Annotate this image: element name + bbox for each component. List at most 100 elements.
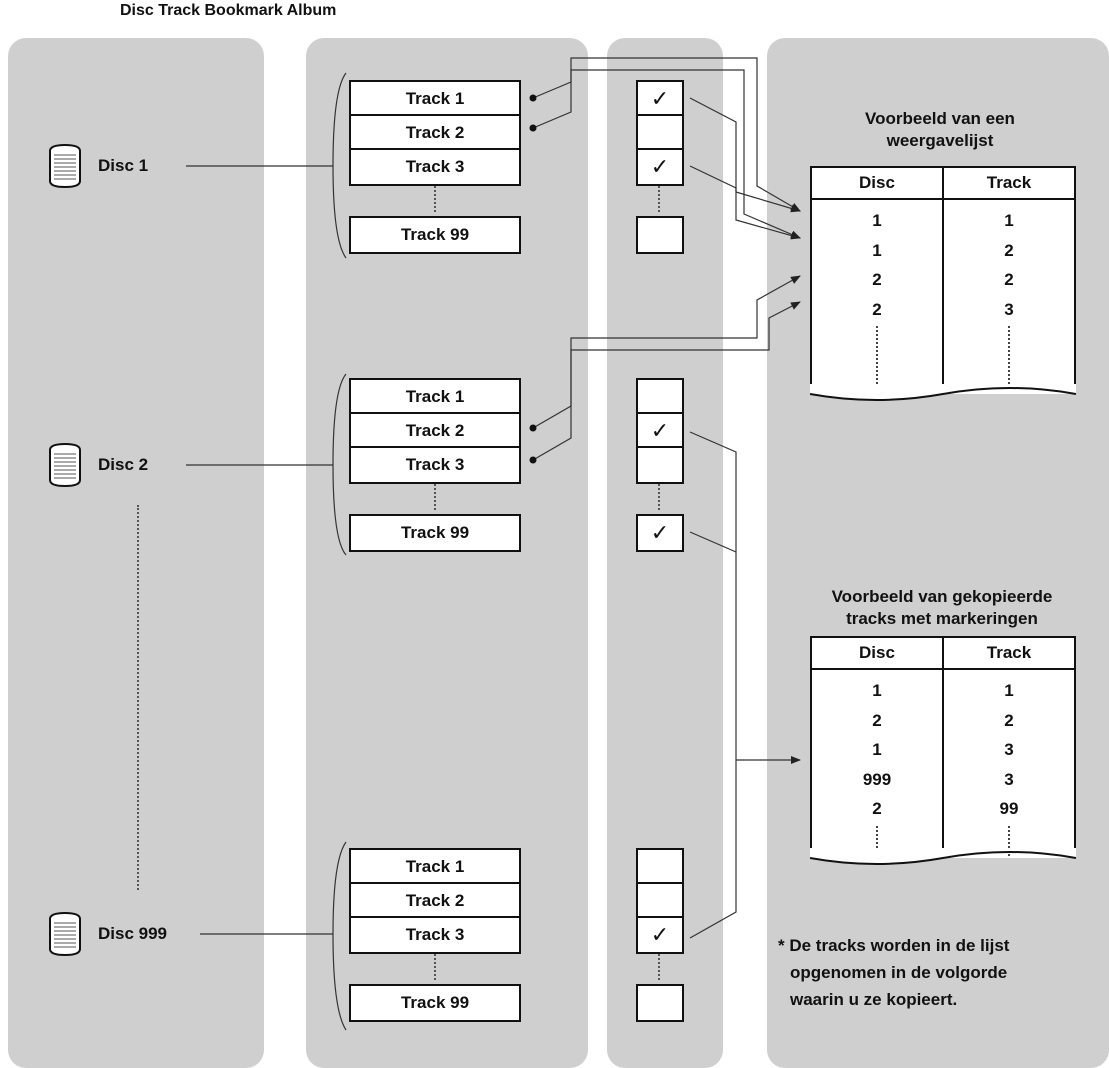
mark-path-d1-t1 bbox=[689, 97, 801, 213]
disc-continuation-dots bbox=[137, 505, 139, 890]
torn-edge bbox=[810, 384, 1076, 401]
track-2: Track 2 bbox=[349, 114, 521, 152]
bracket-disc-2 bbox=[332, 373, 347, 556]
playlist-disc-value: 1 bbox=[872, 240, 882, 260]
database-icon bbox=[49, 911, 81, 957]
bookmarks-track-value: 3 bbox=[1004, 740, 1014, 759]
disc-label: Disc 1 bbox=[98, 156, 149, 175]
bookmark-checkbox[interactable] bbox=[636, 216, 684, 254]
mark-continuation-dots bbox=[658, 954, 660, 980]
database-icon bbox=[49, 143, 81, 189]
bookmarks-track-value: 3 bbox=[1004, 769, 1014, 789]
continuation-dots bbox=[1008, 825, 1010, 856]
playlist-path-4 bbox=[532, 301, 801, 461]
track-1: Track 1 bbox=[349, 378, 521, 416]
track-1: Track 1 bbox=[349, 80, 521, 118]
playlist-track-value: 2 bbox=[1004, 240, 1014, 260]
playlist-disc-value: 2 bbox=[872, 299, 882, 319]
track-2: Track 2 bbox=[349, 412, 521, 450]
bookmark-checkbox[interactable]: ✓ bbox=[636, 412, 684, 450]
track-3: Track 3 bbox=[349, 916, 521, 954]
bookmarks-disc-value: 999 bbox=[862, 769, 892, 789]
page-title: Disc Track Bookmark Album bbox=[120, 2, 337, 19]
bookmarks-title-line-2: tracks met markeringen bbox=[846, 609, 1038, 628]
track-1: Track 1 bbox=[349, 848, 521, 886]
bookmarks-track-value: 99 bbox=[999, 799, 1019, 818]
mark-path-d2-t99 bbox=[689, 531, 737, 553]
check-icon: ✓ bbox=[650, 418, 670, 443]
track-3: Track 3 bbox=[349, 446, 521, 484]
mark-path-d1-t3 bbox=[689, 165, 801, 240]
bookmark-checkbox[interactable]: ✓ bbox=[636, 514, 684, 552]
playlist-title-line-1: Voorbeeld van een bbox=[865, 109, 1015, 128]
bookmarks-track-value: 2 bbox=[1004, 710, 1014, 730]
track-99: Track 99 bbox=[349, 514, 521, 552]
track-continuation-dots bbox=[434, 186, 436, 212]
check-icon: ✓ bbox=[650, 86, 670, 111]
bookmarks-disc-value: 1 bbox=[872, 740, 882, 759]
bookmark-checkbox[interactable] bbox=[636, 848, 684, 886]
playlist-path-2 bbox=[532, 69, 801, 239]
disc-1: Disc 1 bbox=[48, 143, 148, 189]
disc-999: Disc 999 bbox=[48, 911, 167, 957]
mark-path-d999-t3 bbox=[689, 760, 737, 939]
footnote-line-2: opgenomen in de volgorde bbox=[790, 963, 1008, 982]
playlist-col-track: Track bbox=[986, 173, 1032, 192]
mark-path-d2-t2 bbox=[689, 431, 737, 760]
bookmarks-col-disc: Disc bbox=[812, 638, 944, 668]
database-icon bbox=[49, 442, 81, 488]
bookmarks-table: Disc Track 1 2 1 999 2 1 2 3 3 99 bbox=[810, 636, 1076, 865]
torn-edge bbox=[810, 848, 1076, 865]
bookmarks-col-track: Track bbox=[986, 643, 1032, 662]
bookmark-checkbox[interactable] bbox=[636, 378, 684, 416]
disc-2: Disc 2 bbox=[48, 442, 148, 488]
check-icon: ✓ bbox=[650, 520, 670, 545]
disc-label: Disc 999 bbox=[98, 924, 167, 943]
continuation-dots bbox=[876, 326, 878, 388]
continuation-dots bbox=[1008, 326, 1010, 388]
footnote-line-3: waarin u ze kopieert. bbox=[790, 990, 958, 1009]
bookmark-checkbox[interactable] bbox=[636, 446, 684, 484]
bookmarks-disc-column: 1 2 1 999 2 bbox=[812, 670, 944, 858]
bookmarks-disc-value: 2 bbox=[872, 799, 882, 818]
playlist-track-value: 1 bbox=[1004, 211, 1014, 230]
playlist-path-3 bbox=[532, 275, 801, 429]
bracket-disc-1 bbox=[332, 72, 347, 259]
disc-label: Disc 2 bbox=[98, 455, 149, 474]
discs-panel bbox=[8, 38, 264, 1068]
bookmark-checkbox[interactable]: ✓ bbox=[636, 916, 684, 954]
check-icon: ✓ bbox=[650, 922, 670, 947]
bookmark-checkbox[interactable] bbox=[636, 984, 684, 1022]
bookmarks-disc-value: 2 bbox=[872, 710, 882, 730]
playlist-track-value: 3 bbox=[1004, 299, 1014, 319]
bookmark-checkbox[interactable]: ✓ bbox=[636, 80, 684, 118]
bookmark-checkbox[interactable]: ✓ bbox=[636, 148, 684, 186]
track-99: Track 99 bbox=[349, 984, 521, 1022]
footnote: * De tracks worden in de lijst opgenomen… bbox=[778, 932, 1009, 1013]
playlist-col-disc: Disc bbox=[812, 168, 944, 198]
playlist-track-column: 1 2 2 3 bbox=[944, 200, 1074, 394]
mark-continuation-dots bbox=[658, 484, 660, 510]
playlist-track-value: 2 bbox=[1004, 270, 1014, 289]
mark-continuation-dots bbox=[658, 186, 660, 212]
bookmark-checkbox[interactable] bbox=[636, 882, 684, 920]
bookmarks-title-line-1: Voorbeeld van gekopieerde bbox=[831, 587, 1053, 606]
track-2: Track 2 bbox=[349, 882, 521, 920]
playlist-disc-value: 2 bbox=[872, 270, 882, 289]
track-99: Track 99 bbox=[349, 216, 521, 254]
footnote-line-1: * De tracks worden in de lijst bbox=[778, 936, 1010, 955]
bookmark-checkbox[interactable] bbox=[636, 114, 684, 152]
playlist-table: Disc Track 1 1 2 2 1 2 2 3 bbox=[810, 166, 1076, 401]
playlist-disc-column: 1 1 2 2 bbox=[812, 200, 944, 394]
playlist-path-1 bbox=[532, 57, 801, 212]
playlist-title: Voorbeeld van een weergavelijst bbox=[806, 108, 1074, 152]
bookmarks-track-value: 1 bbox=[1004, 681, 1014, 700]
track-continuation-dots bbox=[434, 484, 436, 510]
playlist-disc-value: 1 bbox=[872, 211, 882, 230]
playlist-title-line-2: weergavelijst bbox=[886, 131, 994, 150]
bookmarks-title: Voorbeeld van gekopieerde tracks met mar… bbox=[780, 586, 1104, 630]
bracket-disc-999 bbox=[332, 841, 347, 1031]
bookmarks-disc-value: 1 bbox=[872, 681, 882, 700]
check-icon: ✓ bbox=[650, 154, 670, 179]
